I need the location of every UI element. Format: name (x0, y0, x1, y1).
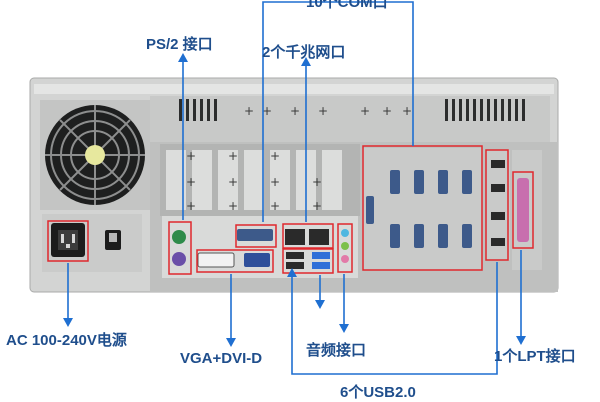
usb-port-icon (491, 184, 505, 192)
screw-mark-icon: + (186, 175, 196, 189)
screw-mark-icon: + (228, 149, 238, 163)
arrow-down-icon (226, 338, 236, 347)
top-vent-grilles (179, 99, 525, 121)
dvi-port-icon (197, 252, 235, 268)
screw-mark-icon: + (312, 175, 322, 189)
com-port-icon (237, 229, 273, 241)
usb-port-icon (491, 160, 505, 168)
usb-bracket-highlight-box (485, 149, 509, 261)
arrow-down-icon (516, 336, 526, 345)
power-highlight-box (47, 220, 89, 262)
lpt-highlight-box (512, 171, 534, 249)
com-port-icon (462, 170, 472, 194)
arrow-up-icon (178, 53, 188, 62)
screw-mark-icon: + (186, 199, 196, 213)
com-port-icon (390, 224, 400, 248)
usb-label: 6个USB2.0 (340, 384, 416, 401)
arrow-down-icon (315, 300, 325, 309)
slot-screw-marks: + + + + + + + + + + + (186, 149, 322, 213)
power-inlet-area (42, 214, 142, 272)
psu-fan (40, 100, 150, 210)
com-cards-highlight-box (362, 145, 483, 271)
arrow-up-icon (301, 57, 311, 66)
video-label: VGA+DVI-D (180, 350, 263, 367)
com-leader-line (262, 1, 414, 222)
com-label: 10个COM口 (306, 0, 388, 11)
vga-port-icon (244, 253, 270, 267)
usb-port-icon (286, 262, 304, 269)
audio-highlight-box (337, 223, 353, 273)
ps2-mouse-port-icon (172, 230, 186, 244)
lan-highlight-box (282, 223, 334, 249)
usb-port-icon (491, 212, 505, 220)
screw-mark-icon: + (312, 199, 322, 213)
lpt-label: 1个LPT接口 (494, 348, 576, 365)
com-port-icon (438, 170, 448, 194)
screw-mark-icon: + (270, 149, 280, 163)
lan-port-icon (285, 229, 305, 245)
arrow-down-icon (63, 318, 73, 327)
com-io-highlight-box (235, 224, 277, 248)
screw-mark-icon: + (270, 175, 280, 189)
audio-mic-icon (341, 255, 349, 263)
screw-mark-icon: + (244, 104, 254, 118)
screw-mark-icon: + (228, 175, 238, 189)
com-expansion-cards (362, 148, 482, 270)
screw-mark-icon: + (382, 104, 392, 118)
audio-line-out-icon (341, 242, 349, 250)
com-port-icon (390, 170, 400, 194)
lan-label: 2个千兆网口 (262, 44, 346, 61)
ps2-label: PS/2 接口 (146, 36, 213, 53)
leader-lines (67, 1, 522, 375)
screw-mark-icon: + (290, 104, 300, 118)
com-port-icon (462, 224, 472, 248)
expansion-slots (160, 144, 360, 216)
com-port-icon (414, 224, 424, 248)
screw-mark-icon: + (228, 199, 238, 213)
audio-label: 音频接口 (306, 342, 367, 359)
arrow-down-icon (339, 324, 349, 333)
usb-port-icon (491, 238, 505, 246)
usb3-port-icon (312, 262, 330, 269)
usb-bracket (486, 150, 510, 260)
screw-mark-icon: + (318, 104, 328, 118)
screw-mark-icon: + (360, 104, 370, 118)
video-highlight-box (196, 249, 274, 273)
usb3-port-icon (312, 252, 330, 259)
com-port-icon (414, 170, 424, 194)
usb-leader-line (291, 262, 498, 375)
ps2-highlight-box (168, 221, 192, 275)
lpt-bracket (512, 150, 542, 270)
com-port-icon (438, 224, 448, 248)
annotation-boxes (47, 145, 534, 275)
arrow-heads (63, 53, 526, 347)
power-label: AC 100-240V电源 (6, 332, 127, 349)
com-port-icon (366, 196, 374, 224)
lan-port-icon (309, 229, 329, 245)
screw-mark-icon: + (262, 104, 272, 118)
usb-io-highlight-box (282, 248, 334, 274)
lpt-port-icon (517, 178, 529, 242)
screw-mark-icon: + (402, 104, 412, 118)
arrow-up-icon (287, 268, 297, 277)
screw-mark-icon: + (270, 199, 280, 213)
ps2-keyboard-port-icon (172, 252, 186, 266)
usb-port-icon (286, 252, 304, 259)
audio-line-in-icon (341, 229, 349, 237)
top-screw-marks: + + + + + + + (244, 104, 412, 118)
screw-mark-icon: + (186, 149, 196, 163)
